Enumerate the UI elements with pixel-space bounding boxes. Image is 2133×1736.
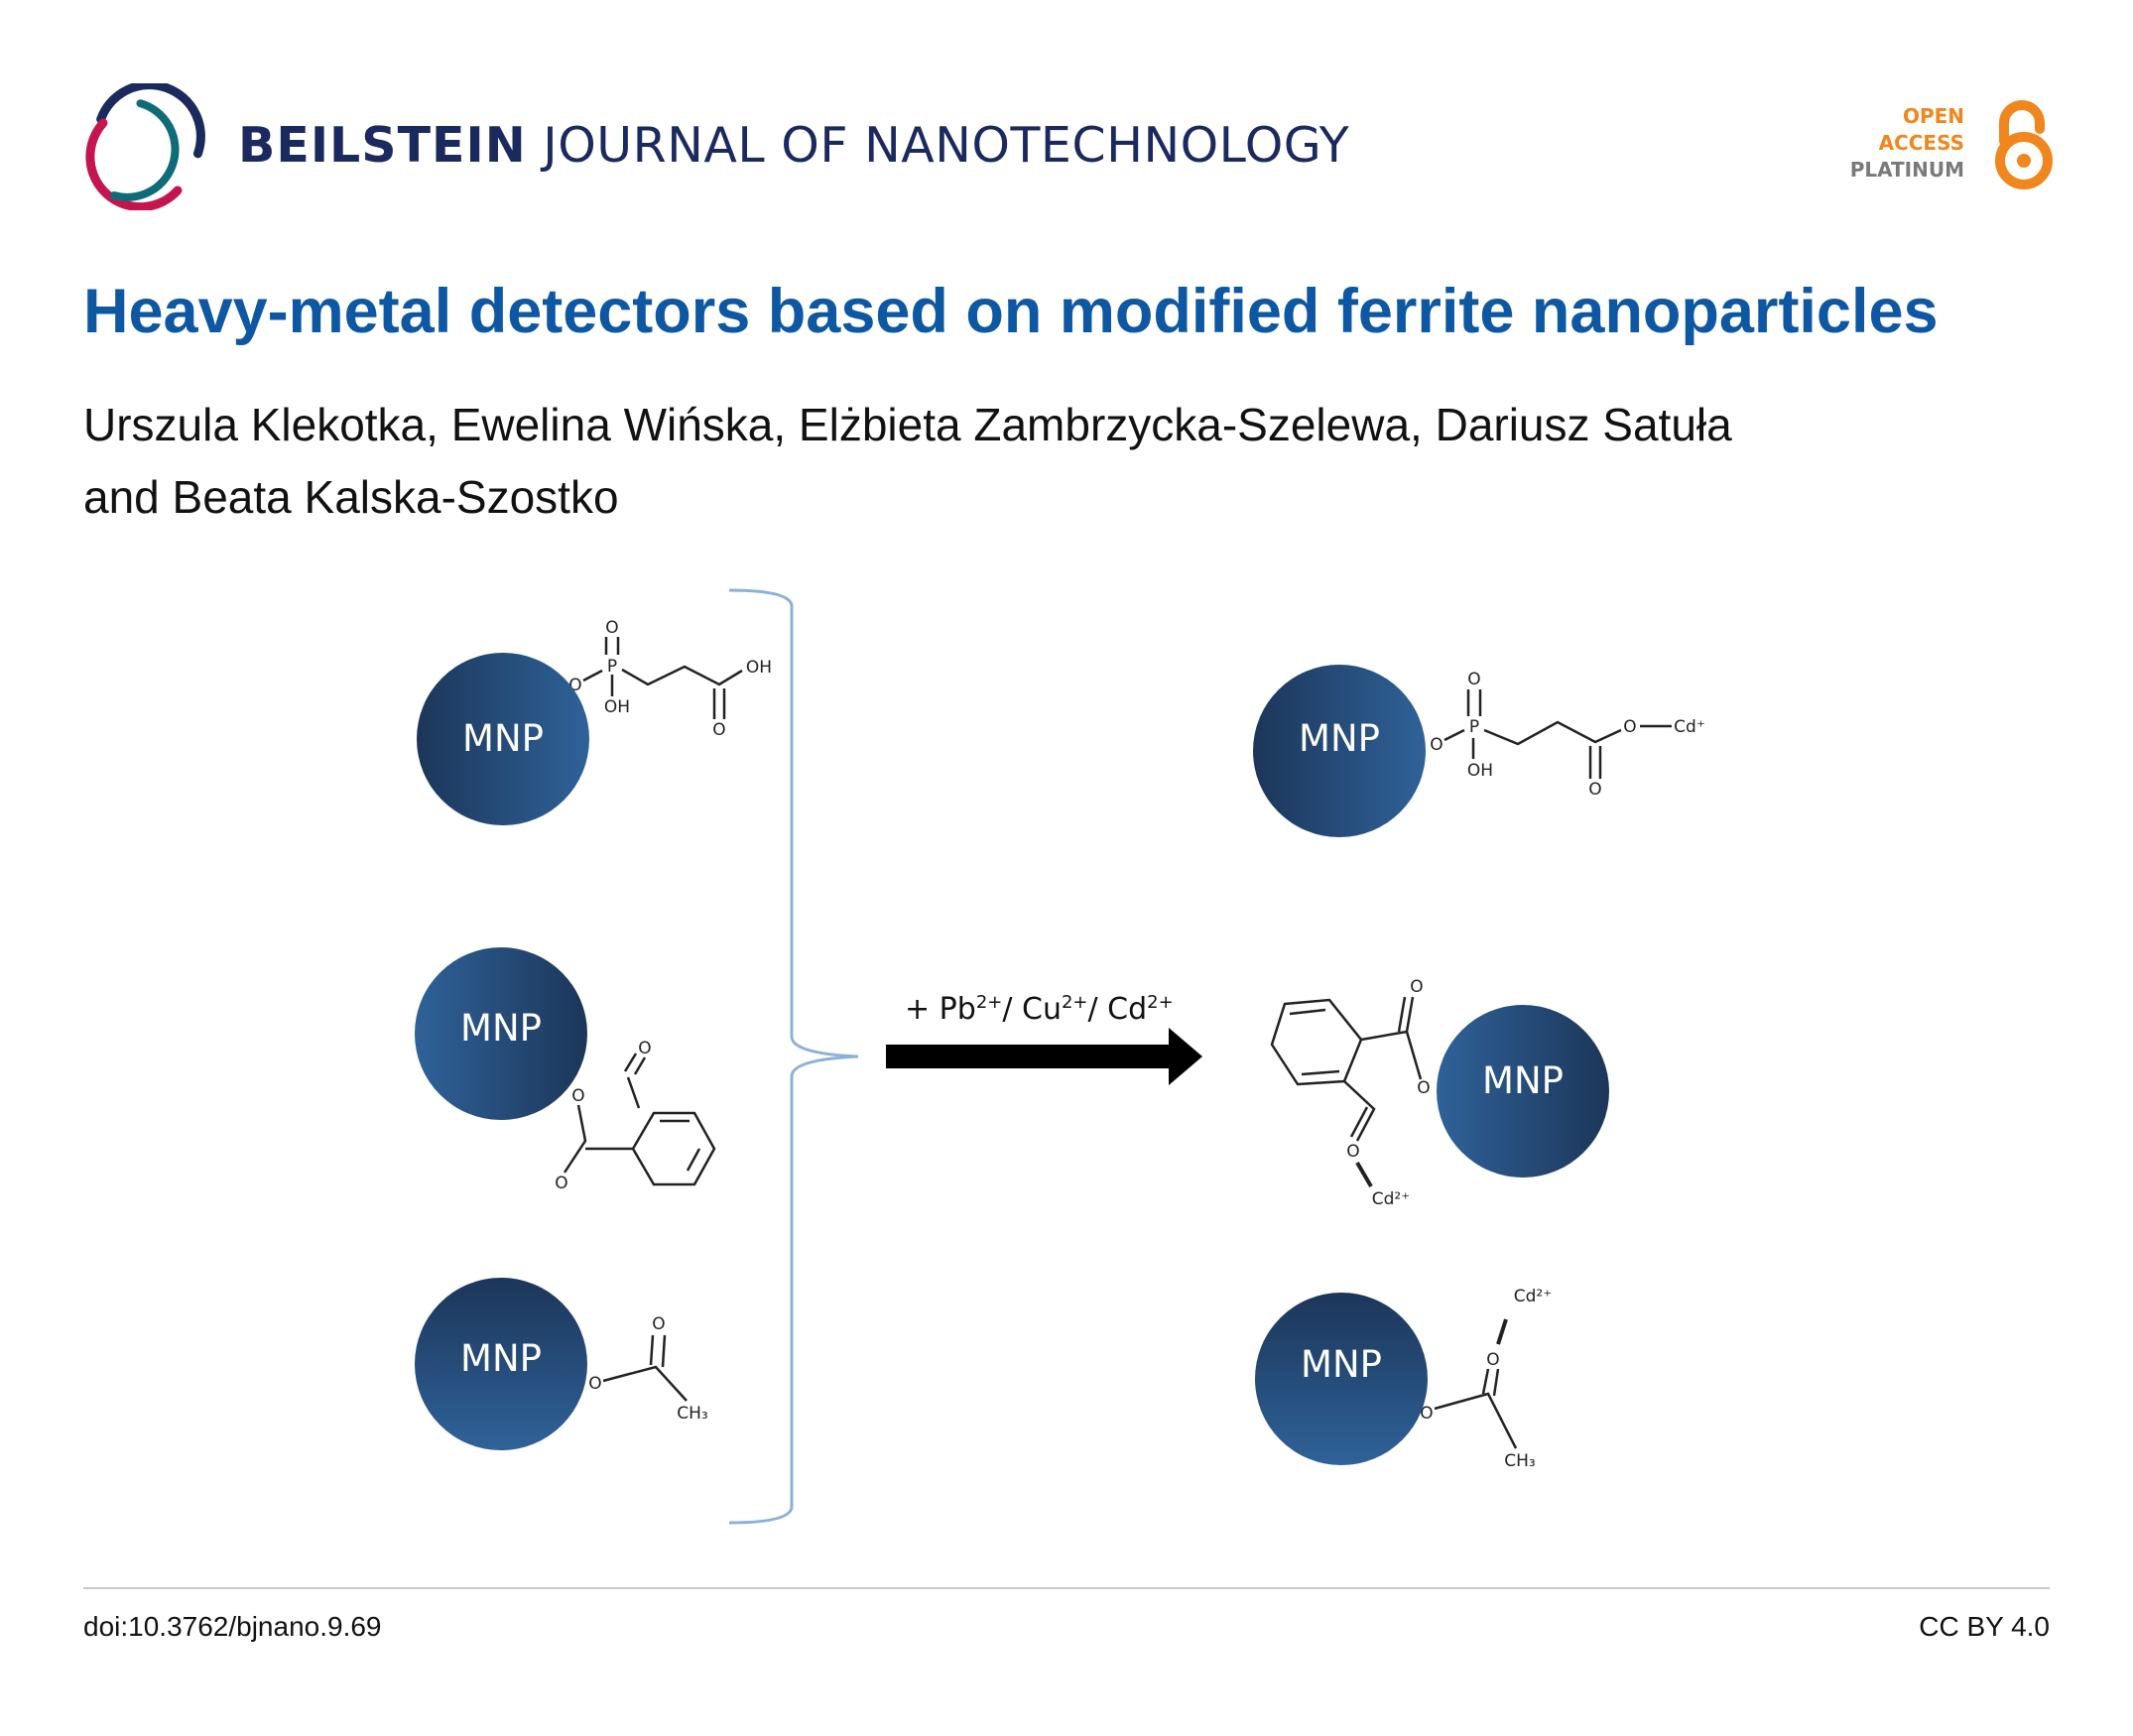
atom-label: O (1420, 1404, 1433, 1424)
atom-label: OH (1467, 761, 1493, 781)
atom-label: Cd²⁺ (1372, 1189, 1410, 1209)
atom-label: O (605, 618, 618, 638)
badge-open: OPEN (1902, 104, 1964, 128)
atom-label: P (1469, 717, 1479, 737)
journal-name: BEILSTEIN JOURNAL OF NANOTECHNOLOGY (238, 117, 1349, 174)
open-access-badge: OPEN ACCESS PLATINUM (1845, 103, 1964, 184)
nanoparticle (417, 653, 589, 825)
authors-line-2: and Beata Kalska-Szostko (83, 471, 619, 523)
reaction-conditions-label: + Pb2+/ Cu2+/ Cd2+ (905, 992, 1174, 1027)
ion-cd: / Cd (1087, 992, 1148, 1027)
badge-access: ACCESS (1878, 131, 1964, 155)
authors-line-1: Urszula Klekotka, Ewelina Wińska, Elżbie… (83, 399, 1732, 450)
beilstein-logo-icon (85, 83, 205, 210)
nanoparticle (1253, 665, 1426, 837)
atom-label: O (1417, 1078, 1430, 1098)
nanoparticle (415, 1278, 587, 1450)
curly-bracket (728, 588, 859, 1525)
ion-cu: / Cu (1002, 992, 1062, 1027)
doi-link[interactable]: doi:10.3762/bjnano.9.69 (83, 1611, 382, 1642)
atom-label: Cd²⁺ (1514, 1287, 1552, 1306)
atom-label: O (571, 1086, 584, 1106)
atom-label: O (1346, 1142, 1359, 1162)
open-lock-icon (1995, 100, 2053, 189)
badge-platinum: PLATINUM (1849, 158, 1964, 182)
particles (415, 653, 1609, 1465)
atom-label: O (1486, 1350, 1499, 1370)
nanoparticle (1255, 1293, 1428, 1465)
atom-label: O (1467, 670, 1480, 689)
particle-label: MNP (1482, 1059, 1564, 1102)
nanoparticle (1437, 1005, 1609, 1178)
particle-label: MNP (1299, 717, 1380, 760)
footer-divider (83, 1587, 2050, 1589)
atom-label: O (555, 1174, 567, 1193)
nanoparticle (415, 947, 587, 1120)
atom-label: O (712, 720, 725, 740)
atom-label: O (1430, 735, 1443, 755)
atom-label: O (638, 1039, 651, 1058)
license-label[interactable]: CC BY 4.0 (1919, 1611, 2050, 1642)
ion-pb: + Pb (905, 992, 976, 1027)
atom-label: O (1410, 977, 1423, 997)
particle-label: MNP (1301, 1343, 1382, 1386)
particle-label: MNP (462, 717, 544, 760)
article-title: Heavy-metal detectors based on modified … (83, 277, 1939, 346)
particle-label: MNP (460, 1337, 542, 1380)
atom-label: OH (746, 658, 772, 678)
reaction-arrow (886, 1028, 1202, 1085)
atom-label: P (607, 657, 617, 677)
atom-label: O (652, 1314, 665, 1334)
journal-name-bold: BEILSTEIN (238, 117, 527, 174)
charge: 2+ (1147, 992, 1174, 1013)
atom-label: CH₃ (677, 1404, 707, 1424)
author-list: Urszula Klekotka, Ewelina Wińska, Elżbie… (83, 389, 2068, 534)
atom-label: CH₃ (1504, 1451, 1535, 1471)
journal-name-rest: JOURNAL OF NANOTECHNOLOGY (543, 117, 1350, 174)
charge: 2+ (1061, 992, 1088, 1013)
atom-label: O (1588, 780, 1601, 800)
atom-label: OH (604, 697, 630, 717)
particle-label: MNP (460, 1007, 542, 1050)
charge: 2+ (975, 992, 1003, 1013)
atom-label: O (588, 1374, 601, 1394)
atom-label: Cd⁺ (1674, 717, 1705, 737)
atom-label: O (1623, 717, 1636, 737)
